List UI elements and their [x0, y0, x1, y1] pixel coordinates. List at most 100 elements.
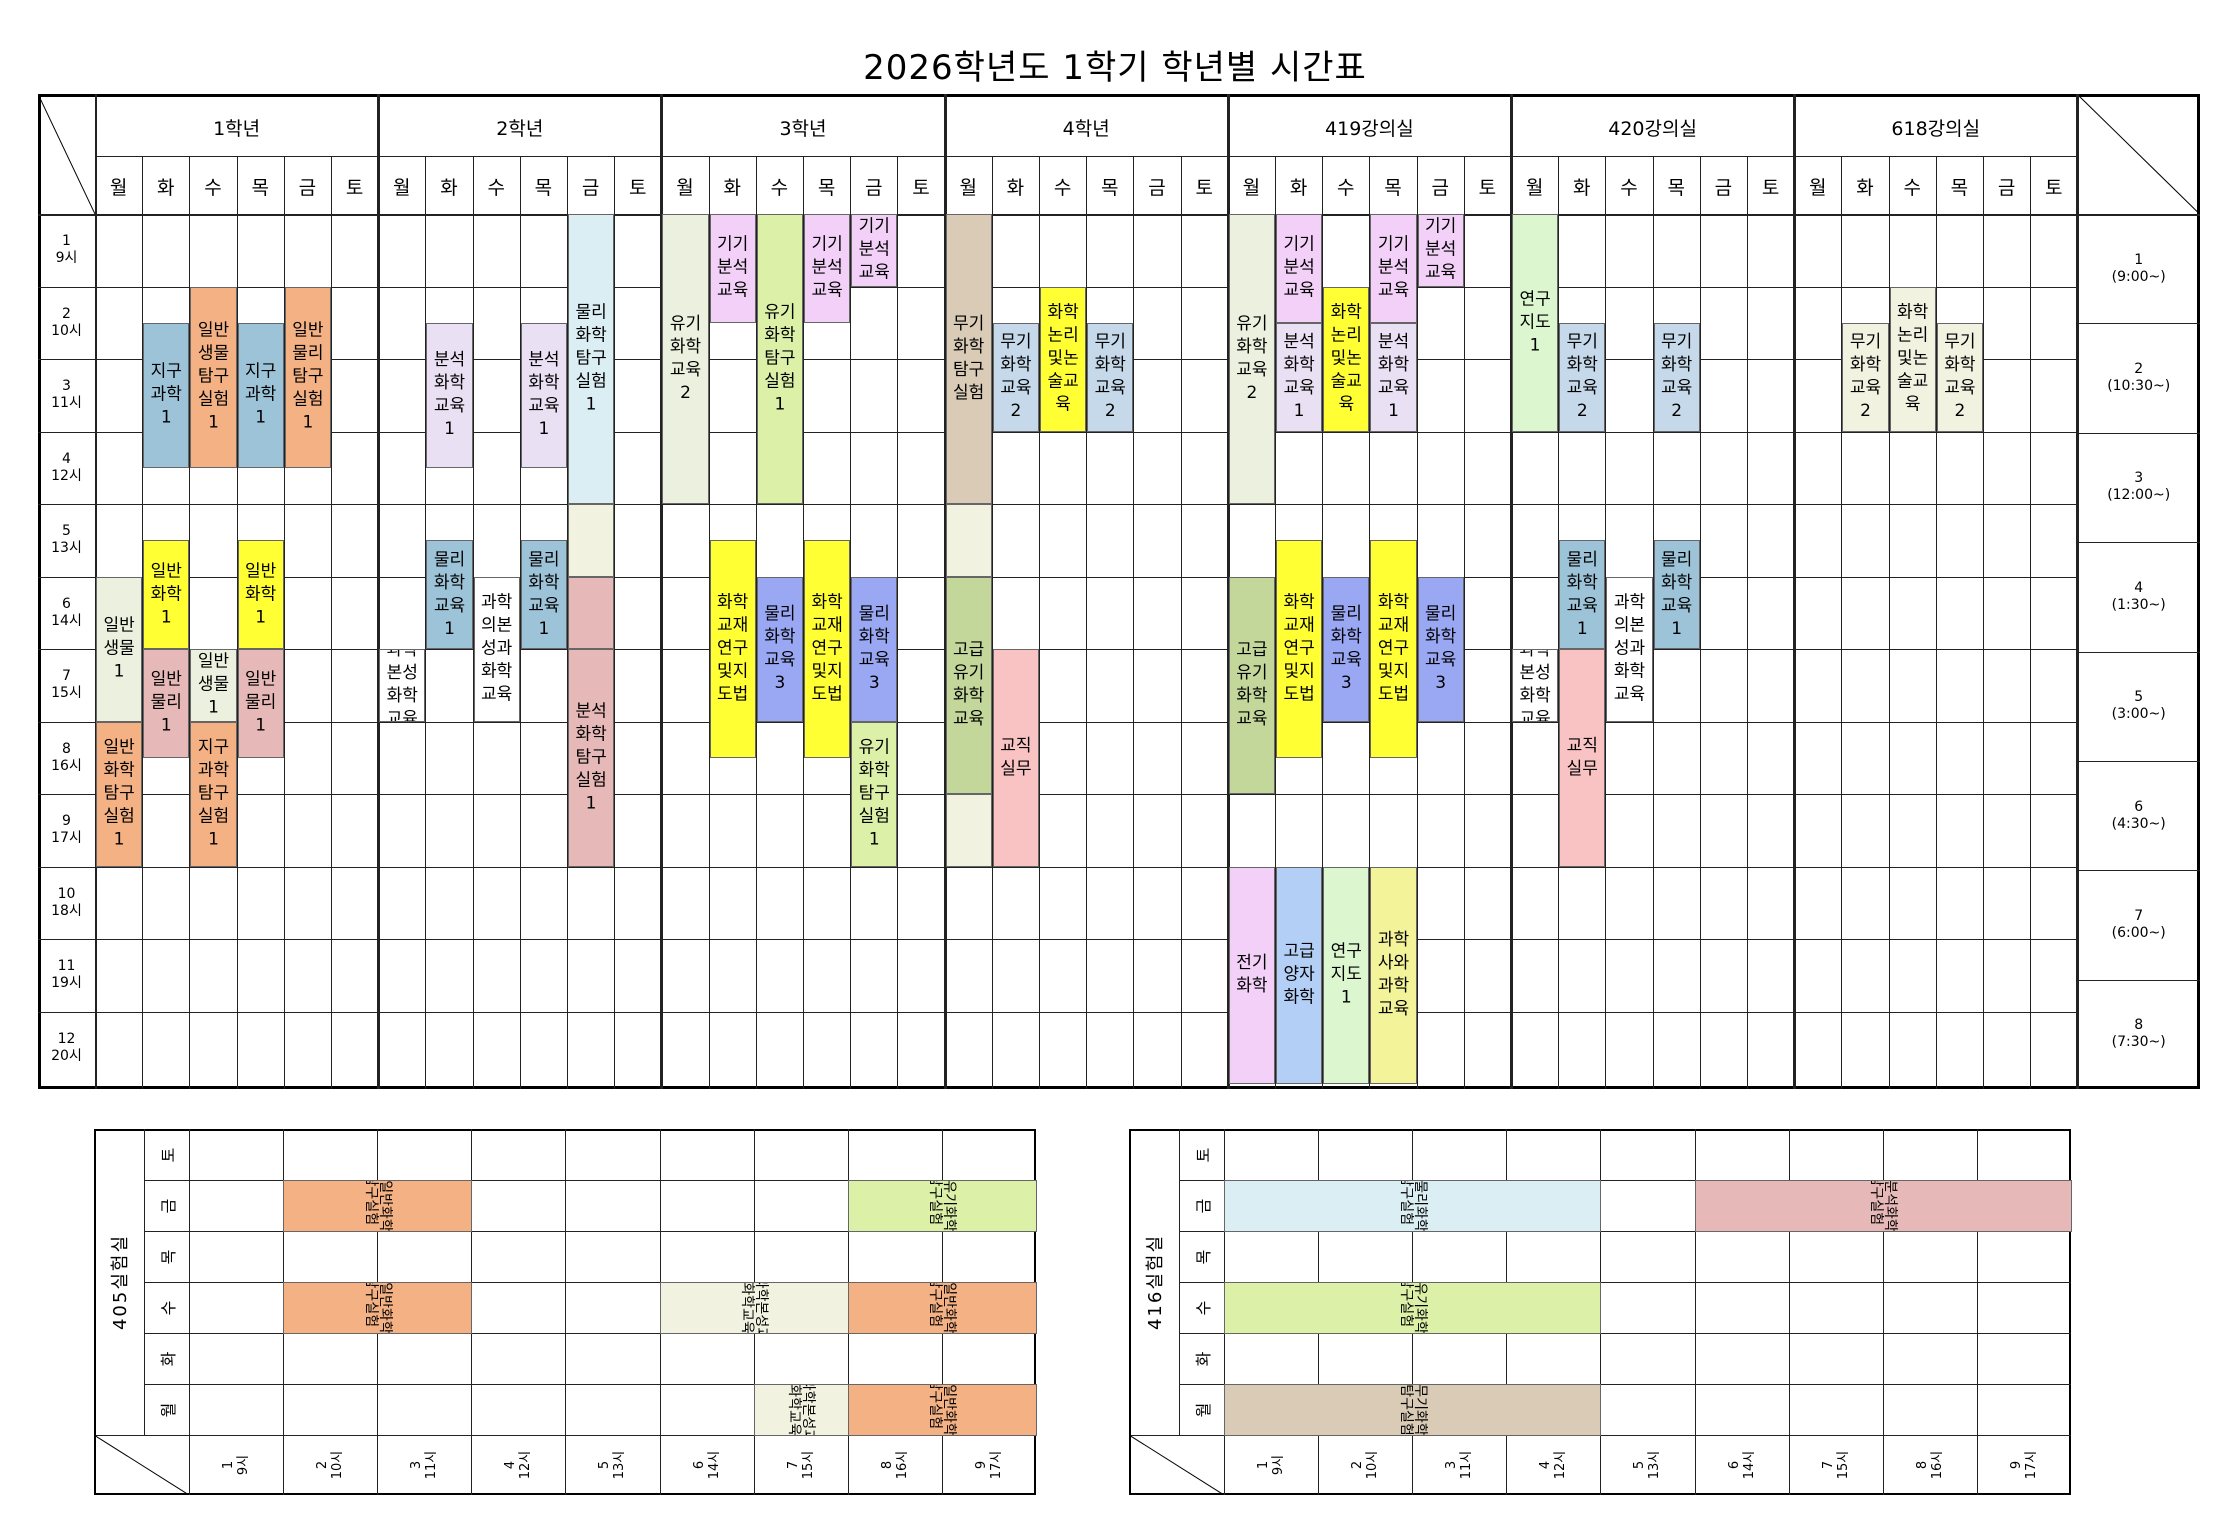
lab-block-label: 일반화학 탐구실험 1 — [362, 1180, 393, 1232]
course-label: 물리 화학 교육 1 — [1566, 549, 1598, 639]
day-header: 월 — [1525, 177, 1544, 199]
grid-line — [1793, 94, 1797, 1089]
row-label: 4 12시 — [51, 450, 82, 484]
course-label: 물리 화학 교육 3 — [1425, 604, 1457, 693]
course-block: 과학 사와 과학 교육 — [1370, 866, 1417, 1084]
course-block: 분석 화학 교육 1 — [426, 322, 473, 468]
grid-line — [38, 649, 2078, 650]
day-header: 수 — [770, 177, 789, 199]
course-block: 물리 화학 교육 3 — [756, 576, 803, 722]
course-block: 무기 화학 교육 2 — [1087, 322, 1134, 432]
course-block: 기기 분석 교육 — [851, 214, 898, 287]
course-label: 무기 화학 교육 2 — [1661, 332, 1693, 422]
course-label: 과학 본성 화학 교육 — [1519, 649, 1551, 722]
lab-slot-text: 2 10시 — [315, 1450, 346, 1480]
grid-line — [850, 156, 852, 1089]
course-block: 일반 생물 탐구 실험 1 — [190, 286, 237, 468]
group-header: 420강의실 — [1608, 118, 1697, 140]
day-header: 월 — [959, 177, 977, 199]
lab-day-label: 화 — [1179, 1333, 1224, 1384]
grid-line — [1882, 1129, 1884, 1495]
course-block: 과학 본성 화학 교육 — [1512, 649, 1559, 722]
course-label: 기기 분석 교육 — [1425, 216, 1457, 283]
course-label: 고급 유기 화학 교육 — [953, 640, 985, 730]
period-label: 4 (1:30~) — [2111, 579, 2166, 613]
course-label: 화학 논리 및논 술교 육 — [1897, 302, 1929, 415]
row-label: 10 18시 — [51, 885, 82, 919]
grid-line — [1179, 1180, 2071, 1181]
lab-day-text: 목 — [158, 1249, 178, 1264]
grid-line — [565, 1129, 567, 1495]
course-block: 화학 논리 및논 술교 육 — [1040, 286, 1087, 432]
grid-line — [1558, 156, 1560, 1089]
course-block: 일반 화학 1 — [237, 540, 284, 649]
lab-day-label: 금 — [1179, 1180, 1224, 1231]
grid-line — [38, 866, 2078, 868]
lab-day-text: 월 — [1193, 1402, 1213, 1417]
course-block: 과학 본성 화학 교육 — [379, 649, 426, 722]
grid-line — [567, 156, 568, 1089]
course-label: 기기 분석 교육 — [811, 234, 843, 301]
period-label: 3 (12:00~) — [2107, 470, 2171, 504]
lab-block: 유기화학 탐구실험 1 — [1224, 1282, 1602, 1334]
day-header: 목 — [1667, 177, 1685, 199]
course-label: 일반 물리 1 — [245, 669, 277, 736]
grid-line — [1788, 1129, 1790, 1495]
grid-line — [708, 156, 710, 1089]
day-header: 목 — [251, 177, 269, 199]
lab-day-label: 금 — [144, 1180, 189, 1231]
grid-line — [142, 156, 144, 1089]
lab-slot-label: 6 14시 — [660, 1435, 754, 1495]
course-block: 물리 화학 교육 3 — [851, 576, 898, 722]
corner-diagonal — [93, 1434, 190, 1496]
lab-block: 과학본성과 화학교육 — [659, 1282, 849, 1334]
grid-line — [803, 156, 804, 1089]
course-label: 화학 교재 연구 및지 도법 — [811, 592, 843, 705]
grid-line — [2076, 94, 2080, 1089]
day-header: 금 — [1714, 177, 1733, 199]
lab-slot-text: 6 14시 — [691, 1450, 722, 1480]
course-block: 물리 화학 교육 1 — [1559, 540, 1606, 649]
course-label: 일반 화학 탐구 실험 1 — [103, 737, 135, 850]
course-label: 물리 화학 교육 1 — [528, 549, 560, 639]
grid-line — [897, 156, 899, 1089]
lab-day-text: 토 — [1193, 1147, 1213, 1162]
grid-line — [1935, 156, 1937, 1089]
grid-line — [1983, 156, 1984, 1089]
day-header: 수 — [1053, 177, 1072, 199]
course-block: 물리 화학 교육 3 — [1417, 576, 1464, 722]
course-label: 화학 교재 연구 및지 도법 — [1283, 592, 1315, 705]
lab-block-label: 물리화학 탐구실험 1 — [1397, 1180, 1428, 1232]
lab-slot-label: 1 9시 — [189, 1435, 283, 1495]
course-block: 기기 분석 교육 — [804, 214, 851, 323]
course-label: 물리 화학 교육 1 — [433, 549, 466, 639]
row-label: 1 9시 — [55, 233, 78, 267]
lab-slot-label: 8 16시 — [1883, 1435, 1977, 1495]
lab-slot-text: 3 11시 — [409, 1450, 440, 1480]
course-block: 화학 교재 연구 및지 도법 — [1276, 540, 1323, 758]
course-label: 분석 화학 교육 1 — [1283, 332, 1315, 422]
course-label: 분석 화학 교육 1 — [433, 350, 466, 440]
corner-diagonal — [2077, 93, 2201, 215]
grid-line — [1976, 1129, 1978, 1495]
course-block: 연구 지도 1 — [1323, 866, 1370, 1084]
day-header: 금 — [1997, 177, 2016, 199]
grid-line — [425, 156, 427, 1089]
lab-slot-label: 9 17시 — [942, 1435, 1036, 1495]
lab-title: 405실험실 — [94, 1129, 144, 1435]
course-label: 화학 교재 연구 및지 도법 — [1377, 592, 1410, 705]
course-label: 화학 교재 연구 및지 도법 — [717, 592, 749, 705]
grid-line — [472, 156, 474, 1089]
day-header: 금 — [581, 177, 600, 199]
grid-frame — [38, 94, 2200, 1089]
grid-line — [1179, 1333, 2071, 1334]
course-block: 화학 논리 및논 술교 육 — [1889, 286, 1936, 432]
row-label: 6 14시 — [51, 595, 82, 629]
group-header: 4학년 — [1062, 118, 1110, 140]
course-block: 기기 분석 교육 — [709, 214, 756, 323]
day-header: 화 — [1856, 177, 1874, 199]
course-block: 일반 생물 1 — [96, 576, 143, 722]
grid-line — [943, 94, 947, 1089]
day-header: 목 — [1950, 177, 1969, 199]
grid-line — [2077, 323, 2200, 325]
